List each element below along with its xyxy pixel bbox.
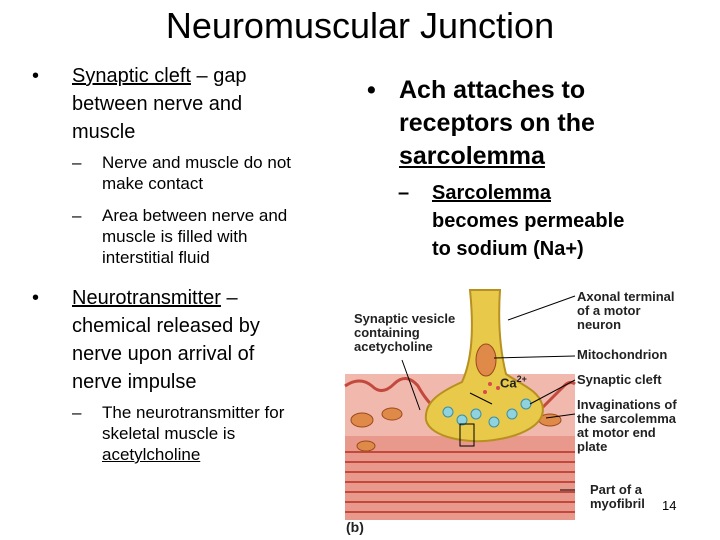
- slide-title: Neuromuscular Junction: [165, 5, 555, 46]
- terminal-mitochondrion: [475, 343, 497, 377]
- myofibril-region: [345, 436, 575, 520]
- term-sarcolemma: sarcolemma: [399, 142, 545, 170]
- bullet-dot: •: [32, 65, 40, 87]
- zoom-box: [459, 423, 475, 447]
- term-neurotransmitter: Neurotransmitter: [72, 287, 221, 309]
- label-mitochondrion: Mitochondrion: [577, 347, 668, 362]
- calcium-ions: [483, 382, 500, 394]
- term-acetylcholine: acetylcholine: [102, 445, 201, 464]
- bullet-dot: •: [32, 287, 40, 309]
- bullet-neurotransmitter: • Neurotransmitter –chemical released by…: [32, 284, 352, 396]
- label-leader-lines: [401, 295, 576, 491]
- bullet-dot: •: [367, 76, 376, 104]
- label-calcium: Ca2+: [500, 374, 527, 391]
- term-synaptic-cleft: Synaptic cleft: [72, 65, 191, 87]
- synaptic-vesicles: [442, 398, 532, 428]
- page-number: 14: [662, 498, 677, 513]
- label-synaptic-cleft: Synaptic cleft: [577, 372, 662, 387]
- myofibril-striations: [345, 451, 575, 513]
- term-sarcolemma-sub: Sarcolemma: [432, 182, 551, 204]
- panel-label: (b): [346, 519, 364, 535]
